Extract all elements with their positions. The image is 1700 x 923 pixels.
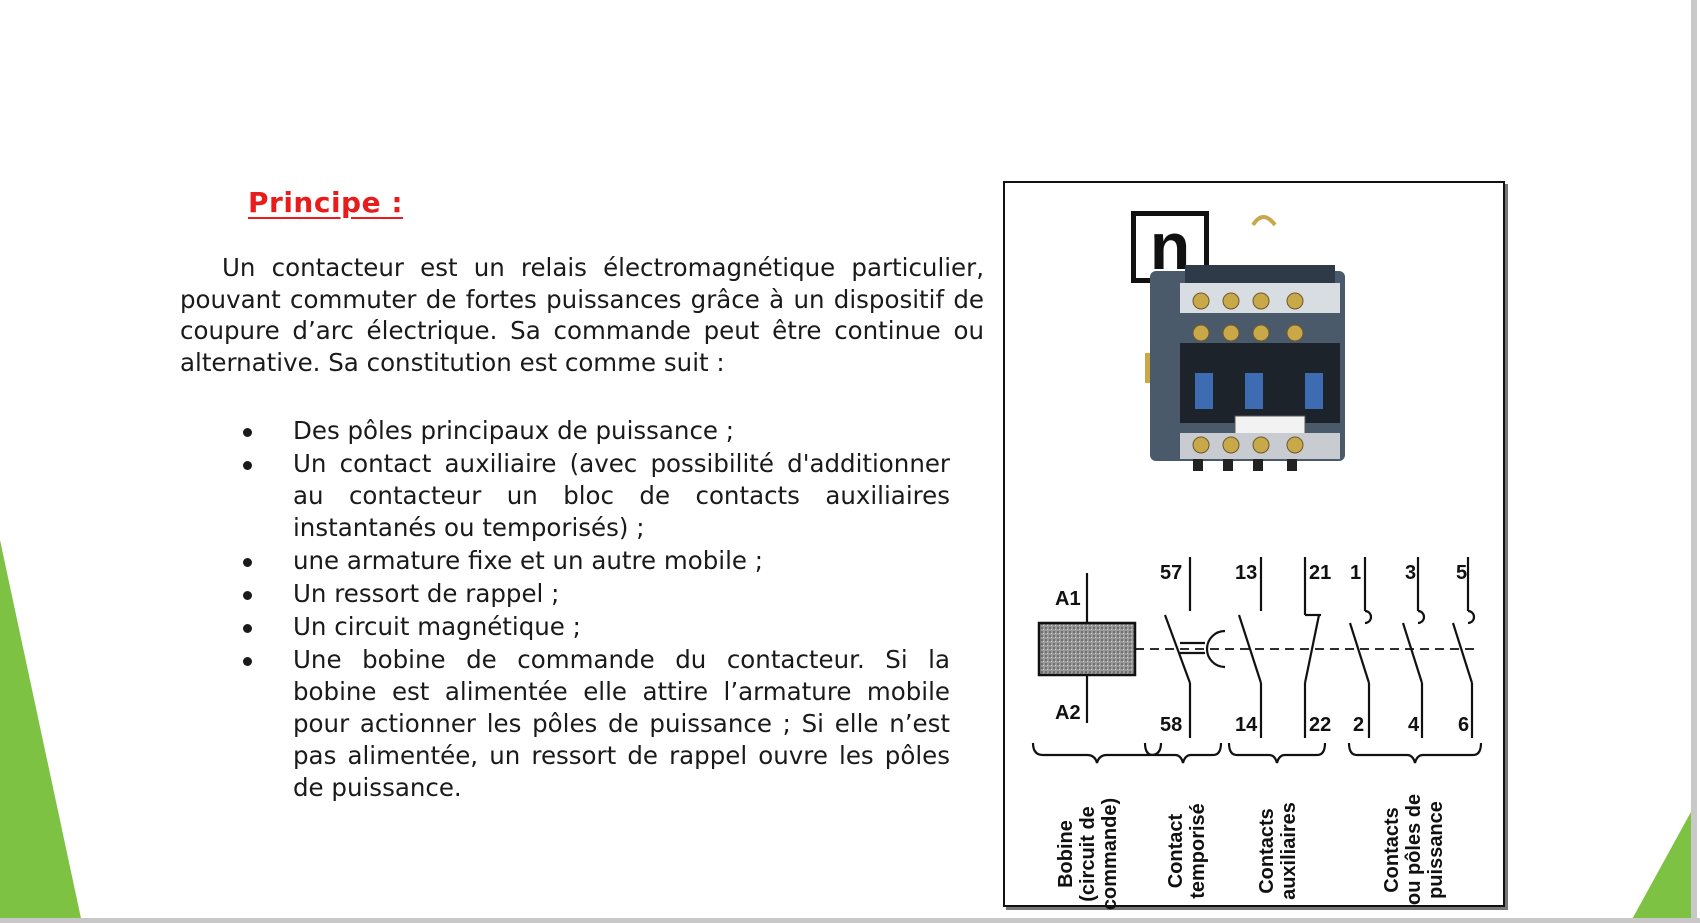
bullet-dot: [243, 558, 252, 567]
terminal-a1-label: A1: [1055, 588, 1081, 610]
contactor-photo: [1145, 215, 1345, 471]
terminal-2-label: 2: [1353, 714, 1364, 736]
coil-caption: Bobine (circuit de commande): [1055, 797, 1121, 911]
slide-bottom-edge: [0, 918, 1700, 923]
terminal-labels: A1 A2 57 58 13 14 21 22 1 2 3 4 5 6: [1055, 562, 1469, 736]
right-green-triangle-decoration: [1630, 810, 1692, 923]
terminal-57-label: 57: [1160, 562, 1182, 584]
svg-text:n: n: [1150, 209, 1190, 283]
terminal-1-label: 1: [1350, 562, 1361, 584]
contactor-figure: n: [1003, 181, 1505, 910]
list-item: Un circuit magnétique ;: [240, 611, 950, 643]
bullet-dot: [243, 461, 252, 470]
bullet-dot: [243, 657, 252, 666]
terminal-22-label: 22: [1309, 714, 1331, 736]
components-list: Des pôles principaux de puissance ; Un c…: [240, 415, 950, 805]
terminal-a2-label: A2: [1055, 702, 1081, 724]
terminal-3-label: 3: [1405, 562, 1416, 584]
timed-contact-caption: Contact temporisé: [1165, 803, 1209, 899]
power-poles-caption: Contacts ou pôles de puissance: [1381, 793, 1447, 905]
bullet-dot: [243, 591, 252, 600]
list-item: Un contact auxiliaire (avec possibilité …: [240, 448, 950, 544]
terminal-58-label: 58: [1160, 714, 1182, 736]
bullet-dot: [243, 624, 252, 633]
logo-badge: n: [1131, 209, 1209, 283]
terminal-13-label: 13: [1235, 562, 1257, 584]
intro-paragraph: Un contacteur est un relais électromagné…: [180, 253, 984, 377]
slide-right-edge: [1691, 0, 1697, 923]
section-title: Principe :: [248, 186, 404, 219]
terminal-4-label: 4: [1408, 714, 1420, 736]
bullet-dot: [243, 428, 252, 437]
terminal-14-label: 14: [1235, 714, 1258, 736]
list-item: Des pôles principaux de puissance ;: [240, 415, 950, 447]
list-item: une armature fixe et un autre mobile ;: [240, 545, 950, 577]
terminal-21-label: 21: [1309, 562, 1331, 584]
list-item: Un ressort de rappel ;: [240, 578, 950, 610]
list-item: Une bobine de commande du contacteur. Si…: [240, 644, 950, 804]
left-green-triangle-decoration: [0, 540, 82, 923]
aux-contacts-caption: Contacts auxiliaires: [1256, 802, 1300, 900]
terminal-6-label: 6: [1458, 714, 1469, 736]
terminal-5-label: 5: [1456, 562, 1467, 584]
contactor-illustration: n: [1031, 209, 1483, 764]
schematic-lines: [1031, 557, 1483, 764]
